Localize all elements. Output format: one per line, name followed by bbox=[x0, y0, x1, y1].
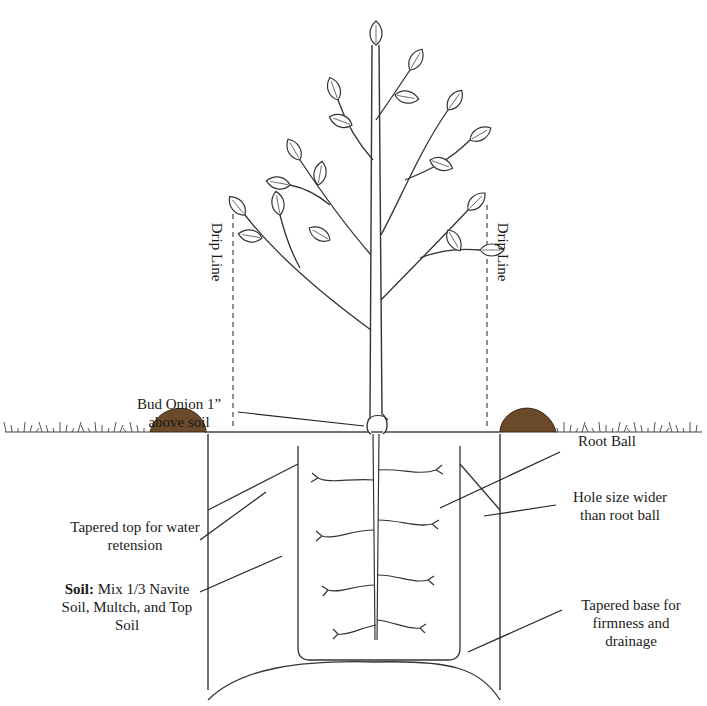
grass-stroke bbox=[669, 422, 672, 432]
grass-stroke bbox=[660, 425, 662, 432]
bud-union-label: Bud Onion 1” above soil bbox=[120, 395, 238, 431]
grass-stroke bbox=[618, 422, 620, 432]
grass-stroke bbox=[676, 425, 678, 432]
grass-stroke bbox=[599, 422, 600, 432]
grass-stroke bbox=[120, 425, 123, 432]
grass-stroke bbox=[95, 422, 96, 432]
grass-stroke bbox=[81, 425, 84, 432]
hole-size-label: Hole size wider than root ball bbox=[560, 488, 680, 524]
grass-stroke bbox=[585, 425, 588, 432]
grass-stroke bbox=[39, 422, 42, 432]
grass-stroke bbox=[654, 422, 655, 432]
grass-stroke bbox=[137, 425, 138, 432]
grass-stroke bbox=[78, 422, 81, 432]
grass-stroke bbox=[564, 422, 565, 432]
tapered-base-label: Tapered base for firmness and drainage bbox=[566, 596, 696, 650]
soil-mix-note: Soil: Mix 1/3 Navite Soil, Multch, and T… bbox=[52, 580, 202, 634]
grass-stroke bbox=[24, 422, 25, 432]
grass-stroke bbox=[641, 425, 642, 432]
grass-stroke bbox=[102, 425, 103, 432]
grass-stroke bbox=[60, 422, 61, 432]
grass-stroke bbox=[570, 425, 571, 432]
drip-line-label: Drip Line bbox=[208, 223, 226, 282]
grass-stroke bbox=[690, 422, 691, 432]
grass-stroke bbox=[696, 425, 697, 432]
drip-line-label: Drip Line bbox=[494, 223, 512, 282]
grass-stroke bbox=[46, 425, 48, 432]
root-ball-label: Root Ball bbox=[562, 432, 652, 450]
soil-heading: Soil: bbox=[65, 581, 94, 597]
grass-stroke bbox=[11, 425, 12, 432]
grass-stroke bbox=[634, 422, 636, 432]
grass-stroke bbox=[624, 425, 627, 432]
tapered-top-label: Tapered top for water retension bbox=[70, 518, 200, 554]
grass-stroke bbox=[130, 422, 132, 432]
grass-stroke bbox=[30, 425, 32, 432]
grass-stroke bbox=[66, 425, 67, 432]
grass-stroke bbox=[4, 422, 6, 432]
grass-stroke bbox=[114, 422, 116, 432]
grass-stroke bbox=[582, 422, 585, 432]
grass-stroke bbox=[606, 425, 607, 432]
